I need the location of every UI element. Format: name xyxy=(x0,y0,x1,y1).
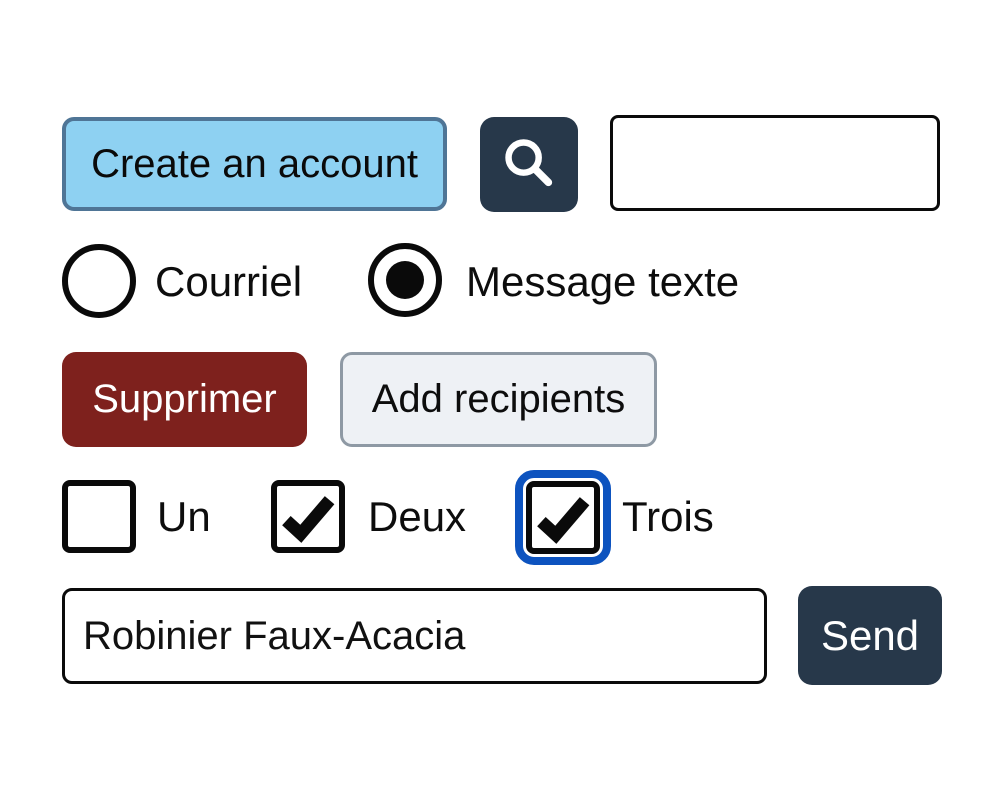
checkbox-deux[interactable] xyxy=(271,480,345,553)
checkmark-icon xyxy=(532,488,594,548)
radio-message-texte-label[interactable]: Message texte xyxy=(466,258,740,305)
checkmark-icon xyxy=(277,487,339,547)
checkbox-trois[interactable] xyxy=(515,470,611,565)
add-recipients-button[interactable]: Add recipients xyxy=(340,352,657,447)
delete-button[interactable]: Supprimer xyxy=(62,352,307,447)
search-button[interactable] xyxy=(480,117,578,212)
checkbox-deux-label[interactable]: Deux xyxy=(368,493,467,540)
radio-dot xyxy=(386,261,424,299)
message-input[interactable] xyxy=(62,588,767,684)
create-account-button[interactable]: Create an account xyxy=(62,117,447,211)
radio-dot xyxy=(80,262,118,300)
checkbox-un-label[interactable]: Un xyxy=(157,493,211,540)
radio-message-texte[interactable] xyxy=(368,243,442,317)
radio-courriel[interactable] xyxy=(62,244,136,318)
search-input[interactable] xyxy=(610,115,940,211)
checkbox-un[interactable] xyxy=(62,480,136,553)
checkbox-trois-label[interactable]: Trois xyxy=(622,493,714,540)
search-icon xyxy=(501,135,557,194)
send-button[interactable]: Send xyxy=(798,586,942,685)
radio-courriel-label[interactable]: Courriel xyxy=(155,258,303,305)
